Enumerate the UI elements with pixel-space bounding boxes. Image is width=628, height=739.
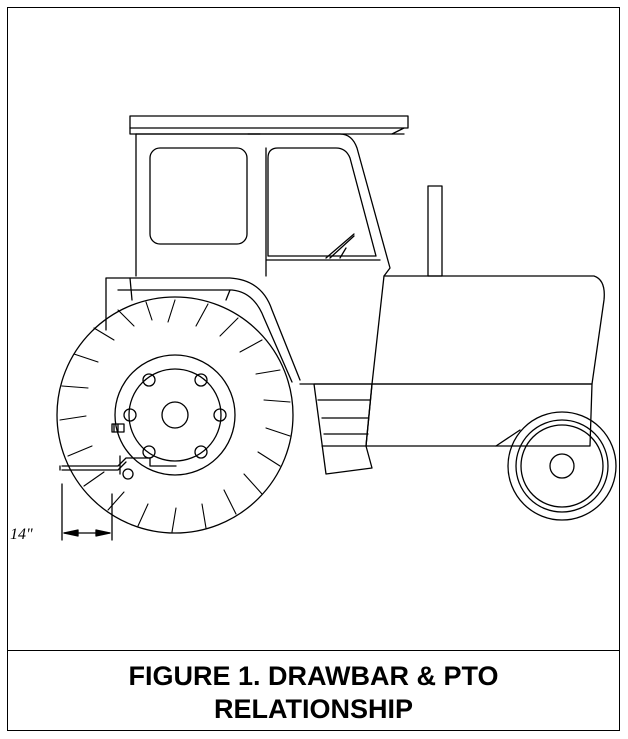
steering-wheel bbox=[325, 233, 355, 259]
front-rim bbox=[515, 419, 609, 513]
rear-rim bbox=[114, 354, 236, 476]
exhaust-stack bbox=[427, 185, 443, 277]
fender bbox=[105, 277, 301, 381]
drawbar bbox=[61, 457, 177, 467]
cab-body bbox=[135, 133, 405, 277]
pto-shaft bbox=[111, 423, 125, 433]
step-panel bbox=[313, 383, 373, 475]
front-tire bbox=[507, 411, 617, 521]
tractor-diagram: 14" bbox=[10, 115, 617, 543]
caption-line-2: RELATIONSHIP bbox=[213, 694, 413, 724]
caption-line-1: FIGURE 1. DRAWBAR & PTO bbox=[128, 661, 499, 691]
caption-divider bbox=[8, 650, 619, 651]
cab-door-window bbox=[267, 147, 377, 257]
tire-tread bbox=[59, 299, 291, 533]
rear-hub bbox=[161, 401, 189, 429]
figure-caption: FIGURE 1. DRAWBAR & PTO RELATIONSHIP bbox=[8, 660, 619, 726]
hood bbox=[371, 275, 605, 385]
front-hub bbox=[549, 453, 575, 479]
rear-tire bbox=[56, 296, 294, 534]
dimension-label: 14" bbox=[10, 526, 33, 543]
cab-roof bbox=[129, 115, 409, 129]
cab-rear-window bbox=[149, 147, 248, 245]
